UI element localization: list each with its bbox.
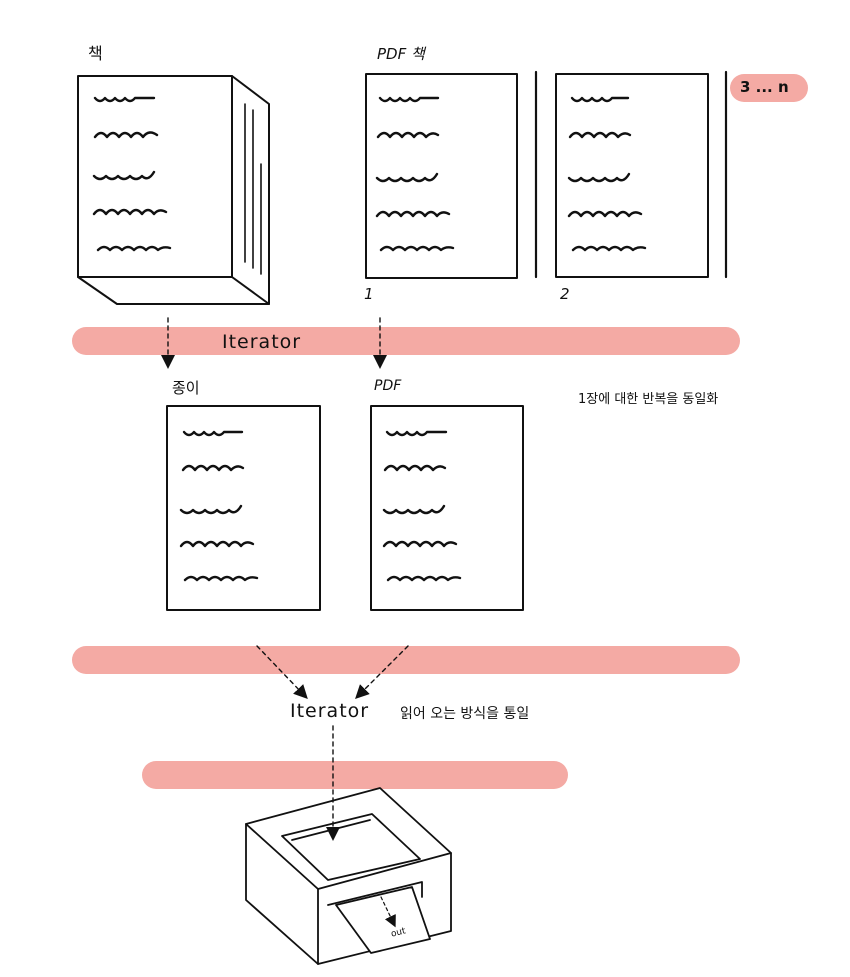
pdf-page-1 <box>365 73 518 279</box>
printer-illustration <box>245 787 452 965</box>
book-illustration <box>77 75 270 305</box>
iterator-band-bottom <box>142 761 568 789</box>
label-paper: 종이 <box>172 379 200 397</box>
pdf-single-page <box>370 405 524 611</box>
iterator-band-middle <box>72 646 740 674</box>
range-badge <box>730 74 808 102</box>
iterator-band-top <box>72 327 740 355</box>
label-iterator-top: Iterator <box>222 331 302 353</box>
arrow-paper-to-iterator <box>256 645 308 700</box>
note-unify-reading: 읽어 오는 방식을 통일 <box>400 706 530 722</box>
label-pdf-book: PDF 책 <box>377 45 425 63</box>
label-iterator-bottom: Iterator <box>290 700 370 722</box>
note-unify-iteration: 1장에 대한 반복을 동일화 <box>578 392 719 407</box>
label-page-1: 1 <box>364 285 374 303</box>
label-page-2: 2 <box>560 285 570 303</box>
paper-page <box>166 405 321 611</box>
label-book: 책 <box>88 44 103 63</box>
pdf-page-2 <box>555 73 709 278</box>
label-range: 3 ... n <box>740 78 789 96</box>
label-pdf: PDF <box>374 378 402 394</box>
arrow-pdf-to-iterator <box>355 645 409 699</box>
